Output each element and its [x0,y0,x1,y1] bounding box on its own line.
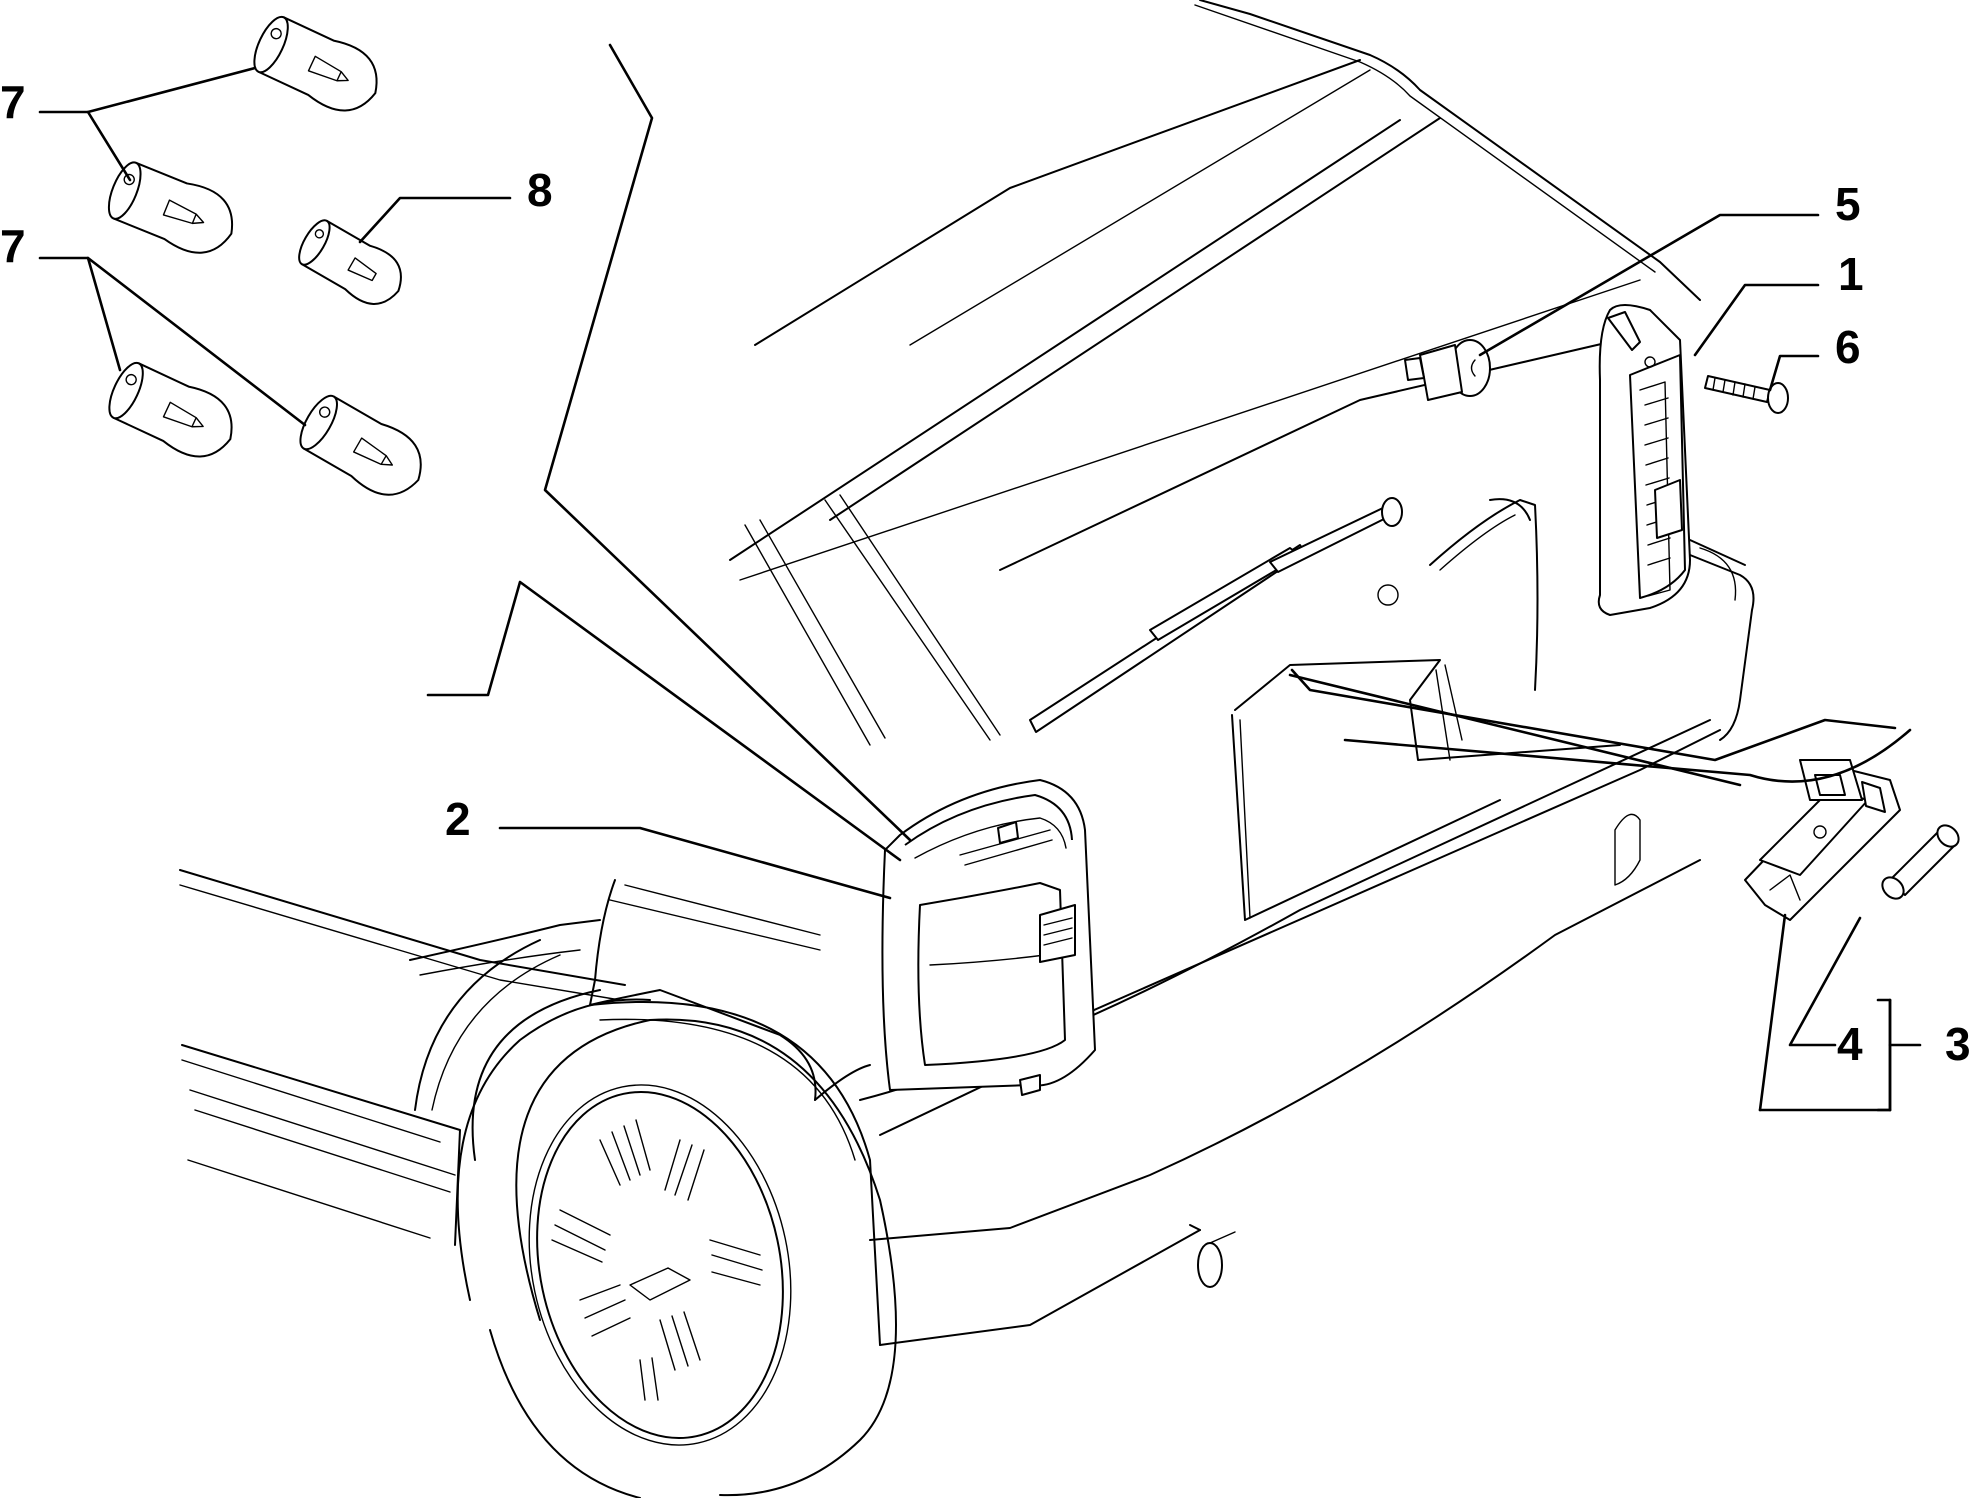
bulb-7-lower-left [108,361,233,458]
callout-1: 1 [1838,248,1864,300]
bulb-8 [298,219,402,305]
wheel-cover-slots [551,1119,763,1401]
callout-7-upper: 7 [0,76,26,128]
car-body [179,0,1755,1498]
clip-grommet [1404,339,1491,401]
screw [1704,375,1789,414]
callout-3: 3 [1945,1018,1971,1070]
bulb-7-top [253,15,378,112]
callout-4: 4 [1837,1018,1863,1070]
callout-numbers: 7 7 8 5 1 6 2 4 3 [0,76,1971,1070]
right-tail-lamp [1597,304,1691,616]
left-tail-lamp [881,779,1096,1096]
callout-7-lower: 7 [0,220,26,272]
callout-8: 8 [527,164,553,216]
festoon-bulb [1881,824,1960,900]
bulb-7-lower-right [299,394,422,496]
rear-wiper [1029,497,1403,733]
callout-5: 5 [1835,178,1861,230]
callout-6: 6 [1835,321,1861,373]
licence-plate-lamp [1744,759,1901,921]
leader-lines [38,43,1922,1112]
bulb-7-upper-left [107,161,234,254]
callout-2: 2 [445,793,471,845]
